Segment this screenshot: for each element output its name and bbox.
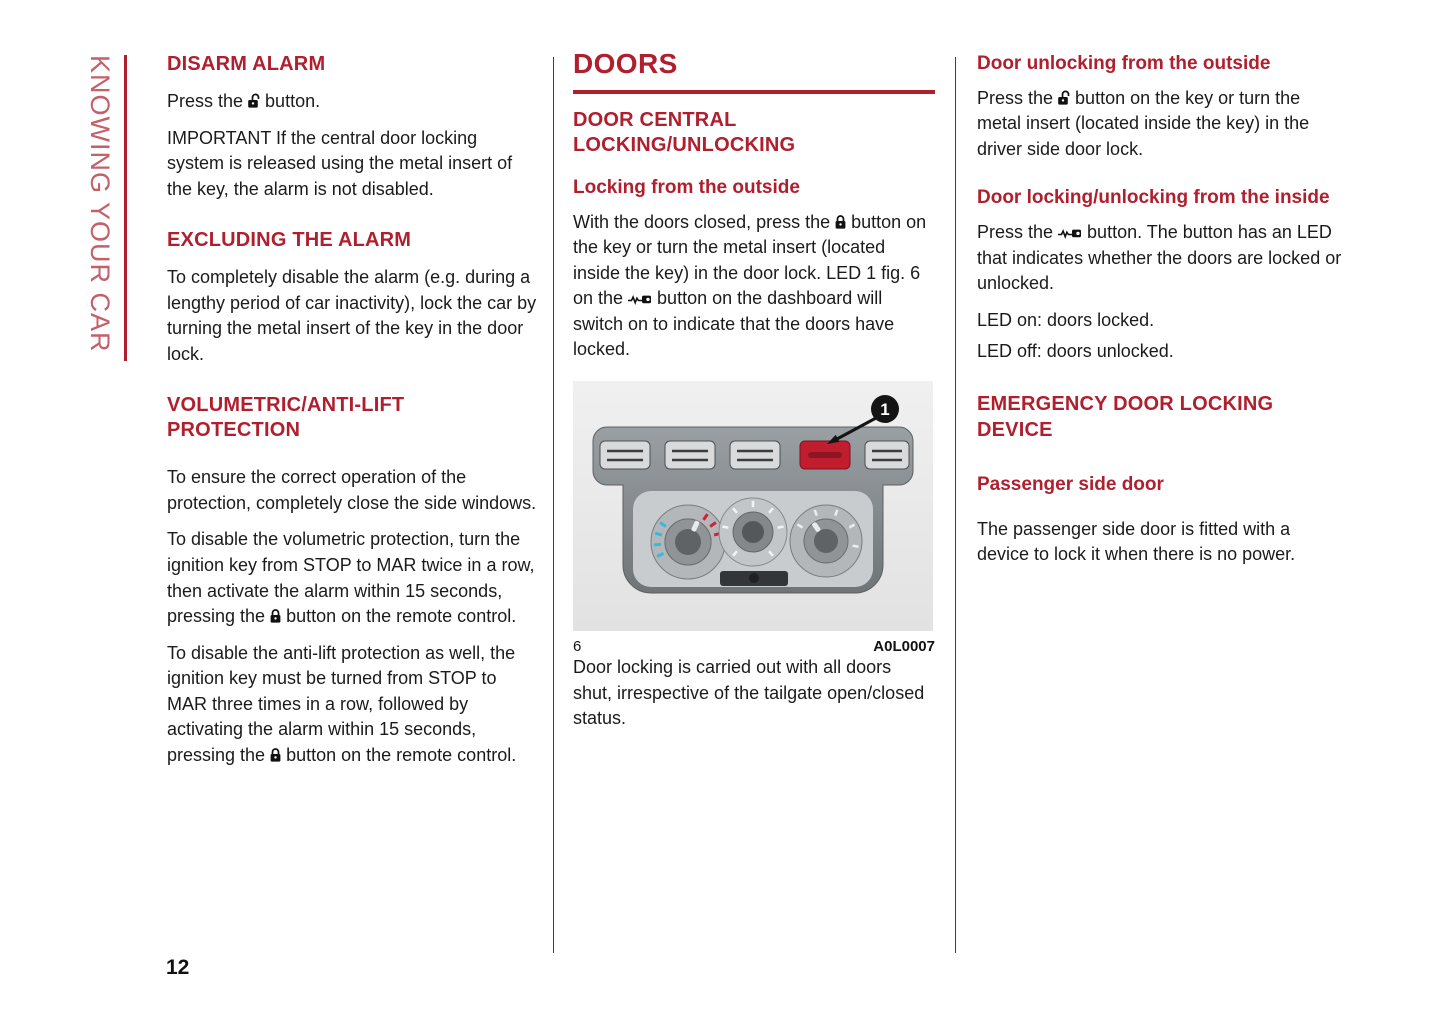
vent-slider-4: [864, 440, 910, 470]
chapter-sidebar-rule: [124, 55, 127, 361]
lock-open-icon: [247, 93, 261, 109]
page-title-doors: DOORS: [573, 48, 935, 94]
heading-emergency-door-locking: EMERGENCY DOOR LOCKING DEVICE: [977, 392, 1274, 441]
heading-door-locking-inside: Door locking/unlocking from the inside: [977, 187, 1330, 209]
door-lock-button-red: [799, 440, 851, 470]
column-3: Door unlocking from the outside Press th…: [977, 52, 1343, 579]
callout-arrow-head: [827, 434, 840, 445]
key-button-icon: [627, 293, 653, 306]
text-segment: button on the dashboard will switch on t…: [573, 288, 895, 360]
text-segment: button on the remote control.: [286, 606, 517, 627]
paragraph-disarm-important: IMPORTANT If the central door locking sy…: [167, 127, 513, 199]
callout-arrow-line: [836, 416, 877, 441]
figure-number: 6: [573, 638, 582, 656]
column-divider-1: [553, 57, 554, 953]
fan-knob: [718, 497, 788, 567]
heading-door-unlocking-outside: Door unlocking from the outside: [977, 53, 1271, 74]
text-segment: To disable the volumetric protection, tu…: [167, 529, 535, 627]
heading-door-central-locking: DOOR CENTRAL LOCKING/UNLOCKING: [573, 109, 796, 156]
key-button-icon: [1057, 227, 1083, 240]
paragraph-passenger-side-door: The passenger side door is fitted with a…: [977, 518, 1296, 565]
text-segment: With the doors closed, press the: [573, 211, 831, 232]
paragraph-after-figure: Door locking is carried out with all doo…: [573, 657, 925, 729]
text-segment: button on the remote control.: [286, 744, 517, 765]
paragraph-excluding: To completely disable the alarm (e.g. du…: [167, 267, 537, 364]
figure-code: A0L0007: [873, 638, 935, 656]
heading-passenger-side-door: Passenger side door: [977, 473, 1164, 495]
text-segment: button.: [265, 91, 321, 111]
text-segment: button on the key or turn the metal inse…: [573, 211, 927, 309]
heading-locking-from-outside: Locking from the outside: [573, 177, 800, 198]
column-1: DISARM ALARM Press the button. IMPORTANT …: [167, 52, 537, 779]
vent-slider-3: [729, 440, 781, 470]
text-segment: Press the: [977, 87, 1054, 108]
heading-volumetric-protection: VOLUMETRIC/ANTI-LIFT PROTECTION: [167, 394, 405, 442]
text-segment: To disable the anti-lift protection as w…: [167, 642, 516, 765]
text-segment: button. The button has an LED that indic…: [977, 222, 1342, 294]
paragraph-led-on: LED on: doors locked.: [977, 309, 1155, 330]
paragraph-volumetric-2: To disable the volumetric protection, tu…: [167, 527, 537, 629]
callout-circle: [871, 395, 899, 424]
lock-closed-icon: [269, 608, 282, 624]
text-segment: button on the key or turn the metal inse…: [977, 87, 1310, 159]
heading-disarm-alarm: DISARM ALARM: [167, 53, 326, 75]
vent-slider-2: [664, 440, 716, 470]
air-distribution-knob: [789, 504, 863, 578]
dashboard-panel-illustration: 1: [573, 381, 933, 632]
heading-excluding-alarm: EXCLUDING THE ALARM: [167, 229, 412, 252]
rear-window-switch-knob: [749, 573, 759, 584]
text-segment: Press the: [167, 91, 244, 111]
figure-6: 1 6 A0L0007: [573, 381, 935, 655]
column-2: DOORS DOOR CENTRAL LOCKING/UNLOCKING Loc…: [573, 48, 935, 743]
lock-closed-icon: [269, 747, 282, 763]
temperature-knob: [650, 504, 726, 580]
page-number: 12: [166, 956, 190, 979]
paragraph-volumetric-1: To ensure the correct operation of the p…: [167, 467, 537, 513]
paragraph-led-off: LED off: doors unlocked.: [977, 341, 1174, 362]
vent-slider-1: [599, 440, 651, 470]
paragraph-disarm-press: Press the button.: [167, 89, 537, 115]
paragraph-volumetric-3: To disable the anti-lift protection as w…: [167, 641, 537, 769]
figure-caption: 6 A0L0007: [573, 638, 935, 655]
chapter-sidebar-label: KNOWING YOUR CAR: [85, 55, 115, 353]
column-divider-2: [955, 57, 956, 953]
lock-open-icon: [1057, 90, 1071, 106]
text-segment: Press the: [977, 222, 1054, 243]
callout-label: 1: [880, 400, 889, 419]
lock-closed-icon: [834, 214, 847, 230]
